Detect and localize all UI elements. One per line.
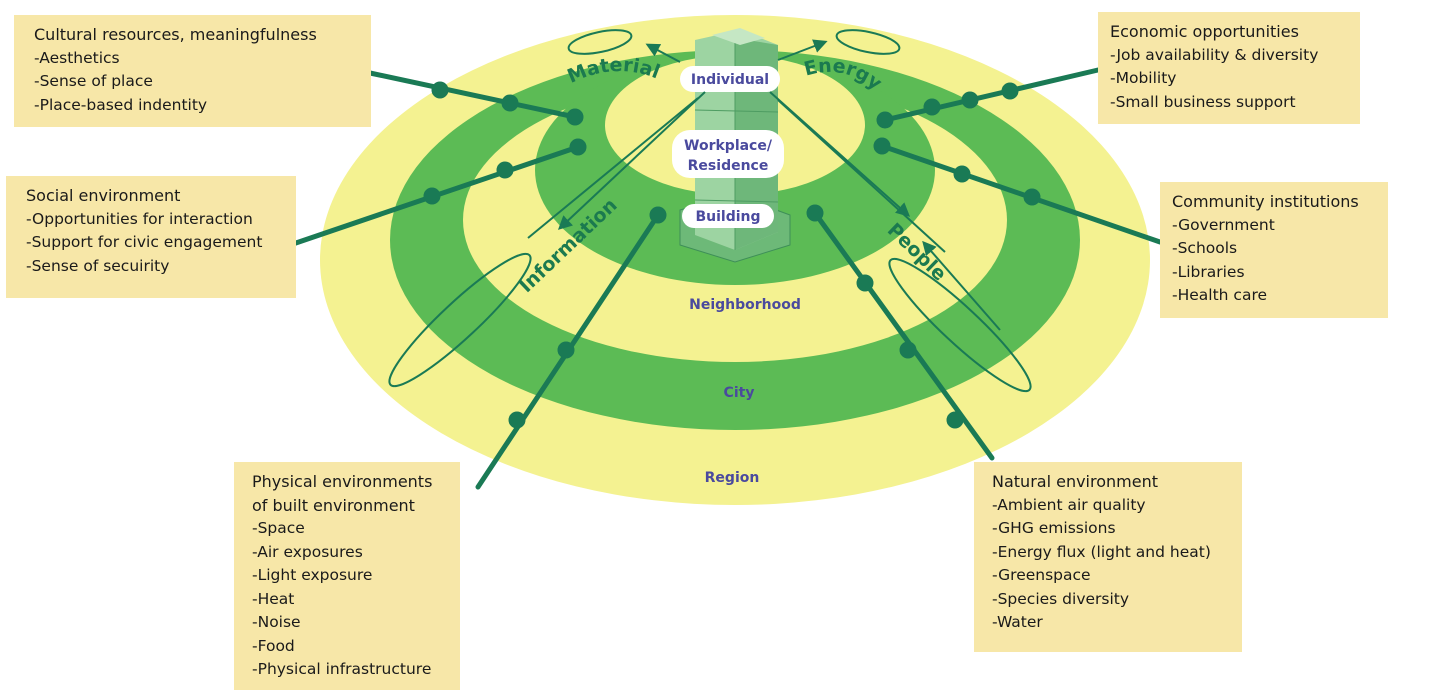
physical-environment-box: Physical environments of built environme… bbox=[234, 462, 460, 690]
list-item: -Light exposure bbox=[252, 566, 373, 584]
level-city: City bbox=[724, 385, 755, 401]
list-item: -Government bbox=[1172, 215, 1275, 234]
list-item: -Noise bbox=[252, 613, 301, 631]
list-item: -Opportunities for interaction bbox=[26, 209, 253, 228]
social-environment-list: -Opportunities for interaction -Support … bbox=[26, 208, 286, 279]
list-item: -Health care bbox=[1172, 286, 1268, 304]
individual-pill bbox=[680, 66, 780, 92]
list-item: -Support for civic engagement bbox=[26, 233, 263, 251]
list-item: -Sense of place bbox=[34, 72, 153, 90]
connector-lines bbox=[287, 67, 1163, 490]
list-item: -Ambient air quality bbox=[992, 495, 1146, 514]
list-item: -Heat bbox=[252, 589, 295, 608]
social-environment-title: Social environment bbox=[26, 186, 181, 205]
list-item: -Space bbox=[252, 519, 305, 537]
cultural-resources-list: -Aesthetics -Sense of place -Place-based… bbox=[34, 47, 361, 118]
level-individual: Individual bbox=[691, 72, 769, 88]
building-pill bbox=[682, 204, 774, 228]
economic-opportunities-title: Economic opportunities bbox=[1110, 22, 1299, 41]
level-workplace-line2: Residence bbox=[688, 158, 769, 174]
list-item: -Species diversity bbox=[992, 589, 1130, 608]
level-region: Region bbox=[705, 470, 760, 486]
community-institutions-box: Community institutions -Government -Scho… bbox=[1160, 182, 1388, 318]
list-item: -Aesthetics bbox=[34, 48, 120, 67]
list-item: -Libraries bbox=[1172, 262, 1245, 281]
natural-environment-box: Natural environment -Ambient air quality… bbox=[974, 462, 1242, 652]
list-item: -Greenspace bbox=[992, 566, 1091, 584]
economic-opportunities-list: -Job availability & diversity -Mobility … bbox=[1110, 44, 1350, 115]
level-neighborhood: Neighborhood bbox=[689, 297, 801, 313]
community-institutions-list: -Government -Schools -Libraries -Health … bbox=[1172, 214, 1378, 308]
list-item: -Food bbox=[252, 636, 295, 655]
list-item: -Small business support bbox=[1110, 92, 1296, 111]
level-building: Building bbox=[695, 209, 760, 225]
list-item: -Water bbox=[992, 613, 1043, 631]
list-item: -Schools bbox=[1172, 239, 1238, 257]
natural-environment-title: Natural environment bbox=[992, 472, 1158, 491]
list-item: -Place-based indentity bbox=[34, 95, 208, 114]
physical-environment-title-2: of built environment bbox=[252, 495, 415, 515]
list-item: -GHG emissions bbox=[992, 519, 1116, 537]
cultural-resources-box: Cultural resources, meaningfulness -Aest… bbox=[14, 15, 371, 127]
list-item: -Mobility bbox=[1110, 69, 1177, 87]
list-item: -Air exposures bbox=[252, 542, 363, 561]
economic-opportunities-box: Economic opportunities -Job availability… bbox=[1098, 12, 1360, 124]
connector-community bbox=[879, 143, 1163, 245]
natural-environment-list: -Ambient air quality -GHG emissions -Ene… bbox=[992, 494, 1232, 635]
workplace-pill bbox=[672, 130, 784, 178]
flow-arrows bbox=[388, 29, 1032, 393]
list-item: -Physical infrastructure bbox=[252, 660, 432, 678]
physical-environment-title-1: Physical environments bbox=[252, 472, 433, 491]
connector-cultural bbox=[367, 70, 578, 120]
list-item: -Sense of secuirity bbox=[26, 256, 170, 275]
list-item: -Energy flux (light and heat) bbox=[992, 542, 1211, 561]
level-workplace-line1: Workplace/ bbox=[684, 138, 773, 154]
list-item: -Job availability & diversity bbox=[1110, 45, 1319, 64]
cultural-resources-title: Cultural resources, meaningfulness bbox=[34, 25, 317, 44]
social-environment-box: Social environment -Opportunities for in… bbox=[6, 176, 296, 298]
connector-economic bbox=[882, 67, 1101, 123]
community-institutions-title: Community institutions bbox=[1172, 192, 1359, 211]
physical-environment-list: -Space -Air exposures -Light exposure -H… bbox=[252, 517, 450, 682]
